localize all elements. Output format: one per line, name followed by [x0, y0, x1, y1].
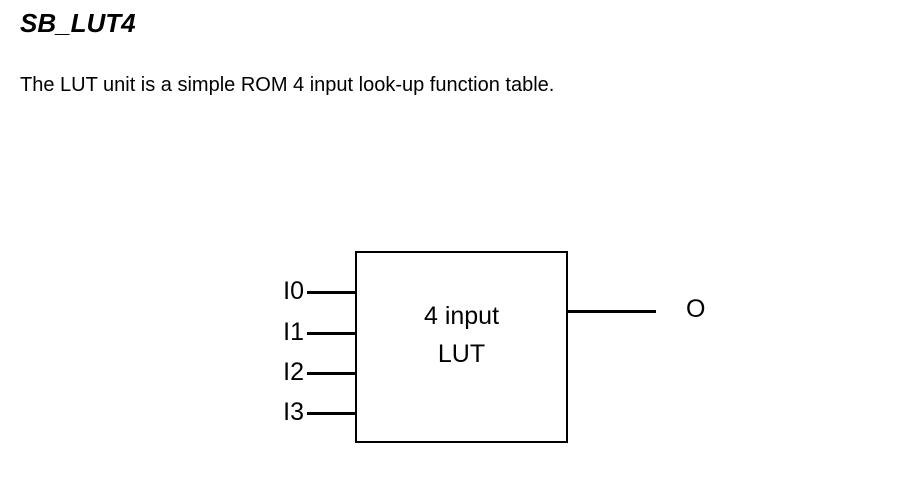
input-pin-label-i2: I2: [283, 358, 304, 386]
lut4-block-label-line-1: 4 input: [423, 302, 500, 330]
input-pin-label-i1: I1: [283, 318, 304, 346]
input-wire-i3: [307, 412, 357, 415]
input-wire-i1: [307, 332, 357, 335]
input-wire-i2: [307, 372, 357, 375]
lut4-block-label-line-2: LUT: [437, 340, 486, 368]
input-pin-label-i3: I3: [283, 398, 304, 426]
page-description: The LUT unit is a simple ROM 4 input loo…: [20, 74, 555, 96]
input-wire-i0: [307, 291, 357, 294]
output-pin-label-o: O: [686, 295, 706, 323]
input-pin-label-i0: I0: [283, 277, 304, 305]
page-title: SB_LUT4: [20, 8, 136, 38]
lut4-block-body: [355, 251, 568, 443]
lut4-block-label: 4 input LUT: [355, 297, 568, 373]
output-wire-o: [566, 310, 656, 313]
